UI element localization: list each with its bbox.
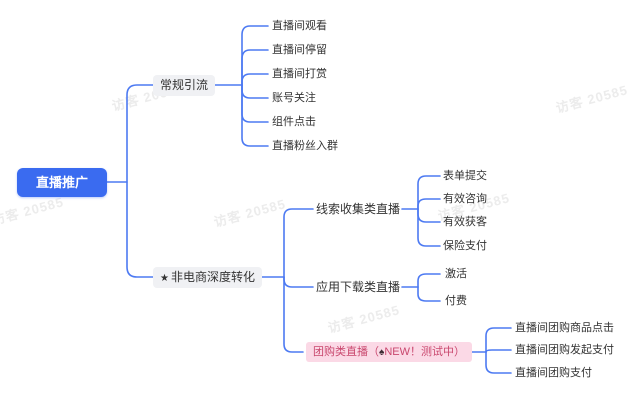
leaf-node-activation[interactable]: 激活 (445, 268, 467, 280)
branch-node-regular-traffic[interactable]: 常规引流 (153, 75, 216, 96)
root-node-live-promotion[interactable]: 直播推广 (17, 168, 107, 197)
branch-label: 非电商深度转化 (170, 270, 255, 284)
badge-open: （ (368, 346, 379, 358)
spade-icon: ♠ (379, 347, 385, 358)
leaf-node-widget-click[interactable]: 组件点击 (272, 116, 316, 128)
leaf-node-liveroom-stay[interactable]: 直播间停留 (272, 44, 327, 56)
badge-text: NEW！测试中 (384, 346, 454, 358)
branch-node-non-ecommerce-conversion[interactable]: ★非电商深度转化 (153, 267, 262, 288)
group-buy-label: 团购类直播 (313, 346, 368, 358)
node-app-download-live[interactable]: 应用下载类直播 (316, 280, 401, 294)
star-icon: ★ (160, 273, 169, 284)
leaf-node-valid-acquisition[interactable]: 有效获客 (443, 216, 487, 228)
leaf-node-payment[interactable]: 付费 (445, 295, 467, 307)
leaf-node-groupbuy-pay[interactable]: 直播间团购支付 (515, 367, 592, 379)
leaf-node-groupbuy-item-click[interactable]: 直播间团购商品点击 (515, 322, 614, 334)
node-group-buy-live[interactable]: 团购类直播（♠NEW！测试中） (306, 342, 472, 362)
node-lead-collection-live[interactable]: 线索收集类直播 (316, 202, 401, 216)
leaf-node-fans-join-group[interactable]: 直播粉丝入群 (272, 140, 338, 152)
leaf-node-form-submit[interactable]: 表单提交 (443, 170, 487, 182)
leaf-node-account-follow[interactable]: 账号关注 (272, 92, 316, 104)
leaf-node-groupbuy-initiate-pay[interactable]: 直播间团购发起支付 (515, 344, 614, 356)
badge-close: ） (453, 346, 465, 358)
leaf-node-insurance-payment[interactable]: 保险支付 (443, 240, 487, 252)
leaf-node-liveroom-view[interactable]: 直播间观看 (272, 20, 327, 32)
leaf-node-valid-consult[interactable]: 有效咨询 (443, 193, 487, 205)
leaf-node-liveroom-reward[interactable]: 直播间打赏 (272, 68, 327, 80)
